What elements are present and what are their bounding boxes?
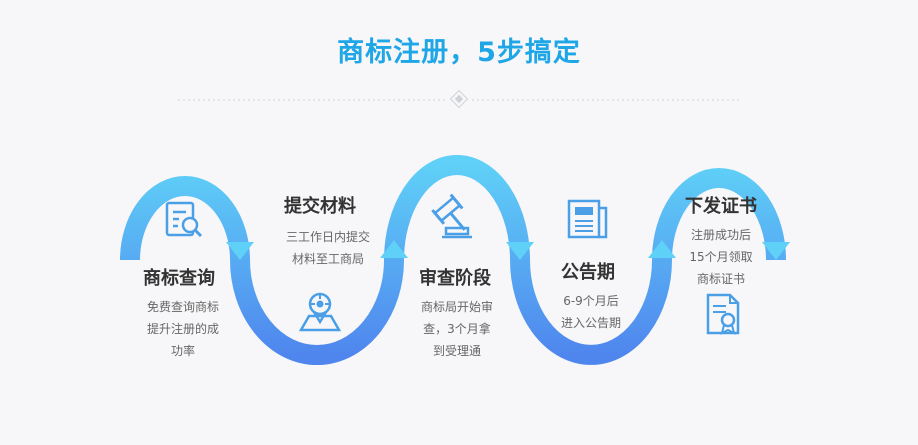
arrow-up-4 (648, 240, 676, 258)
step-1-desc: 免费查询商标 提升注册的成 功率 (146, 300, 219, 358)
gavel-icon (431, 193, 472, 239)
step-4-desc: 6-9个月后 进入公告期 (560, 294, 621, 330)
document-search-icon (165, 201, 203, 238)
step-3-title: 审查阶段 (419, 268, 491, 289)
map-pin-icon (298, 292, 342, 332)
step-4-title: 公告期 (561, 262, 615, 283)
newspaper-icon (567, 199, 608, 239)
step-2-desc: 三工作日内提交 材料至工商局 (285, 230, 370, 266)
arrow-down-5 (762, 242, 790, 260)
arrow-down-3 (506, 242, 534, 260)
step-3-desc: 商标局开始审 查，3个月拿 到受理通 (420, 300, 493, 358)
step-5-title: 下发证书 (685, 196, 757, 217)
step-2-title: 提交材料 (284, 196, 356, 217)
page-title: 商标注册，5步搞定 (337, 37, 581, 68)
certificate-icon (706, 293, 740, 335)
arrow-up-2 (380, 240, 408, 258)
title-divider (178, 90, 740, 109)
step-1-title: 商标查询 (143, 268, 215, 289)
arrow-down-1 (226, 242, 254, 260)
step-5-desc: 注册成功后 15个月领取 商标证书 (689, 228, 753, 286)
